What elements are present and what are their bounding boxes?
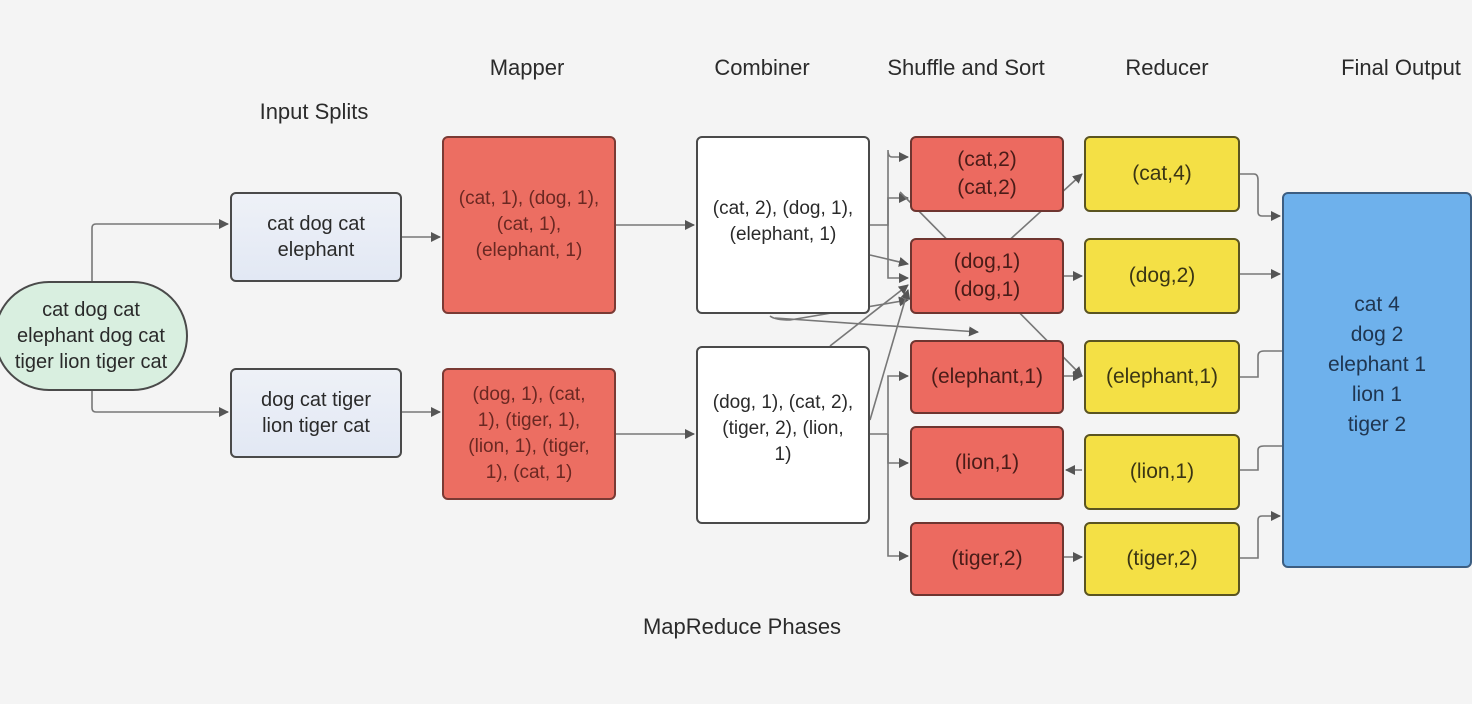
diagram-title: MapReduce Phases — [642, 614, 842, 639]
reducer-text-elephant: (elephant,1) — [1105, 365, 1219, 388]
edge-c2-dog — [829, 284, 909, 347]
shuffle-text-cat: (cat,2) (cat,2) — [957, 148, 1017, 199]
reducer-text-tiger: (tiger,2) — [1126, 547, 1198, 570]
edge-input-split1 — [91, 219, 229, 282]
mapper-node-1: (cat, 1), (dog, 1), (cat, 1), (elephant,… — [442, 136, 616, 314]
edge-c1-low — [769, 296, 909, 321]
combiner-node-1: (cat, 2), (dog, 1), (elephant, 1) — [696, 136, 870, 314]
input-node: cat dog cat elephant dog cat tiger lion … — [0, 281, 188, 391]
shuffle-node-dog: (dog,1) (dog,1) — [910, 238, 1064, 314]
edge-c1-dog2 — [887, 225, 909, 283]
shuffle-text-elephant: (elephant,1) — [930, 365, 1044, 388]
edge-r-eleph — [1240, 346, 1293, 378]
shuffle-node-elephant: (elephant,1) — [910, 340, 1064, 414]
shuffle-node-tiger: (tiger,2) — [910, 522, 1064, 596]
phase-label-mapper: Mapper — [489, 55, 565, 80]
edge-input-split2 — [91, 390, 229, 417]
split-node-1: cat dog cat elephant — [230, 192, 402, 282]
final-output-node: cat 4 dog 2 elephant 1 lion 1 tiger 2 — [1282, 192, 1472, 568]
shuffle-node-lion: (lion,1) — [910, 426, 1064, 500]
shuffle-text-tiger: (tiger,2) — [951, 547, 1023, 570]
input-text: cat dog cat elephant dog cat tiger lion … — [14, 299, 168, 373]
phase-label-input-splits: Input Splits — [259, 99, 369, 124]
mapper-text-1: (cat, 1), (dog, 1), (cat, 1), (elephant,… — [458, 188, 600, 261]
edge-c1-cat — [887, 193, 909, 225]
edge-c1-eleph — [774, 317, 979, 337]
phase-label-shuffle-sort: Shuffle and Sort — [887, 55, 1045, 80]
phase-label-final-output: Final Output — [1341, 55, 1461, 80]
phase-label-reducer: Reducer — [1125, 55, 1209, 80]
combiner-node-2: (dog, 1), (cat, 2), (tiger, 2), (lion, 1… — [696, 346, 870, 524]
reducer-text-cat: (cat,4) — [1132, 162, 1192, 185]
split-text-2: dog cat tiger lion tiger cat — [260, 389, 372, 437]
shuffle-node-cat: (cat,2) (cat,2) — [910, 136, 1064, 212]
edge-c2-cat — [869, 289, 911, 421]
edge-c2-bus — [870, 371, 909, 435]
edge-r-tiger — [1240, 511, 1281, 559]
edge-r-lion — [1240, 441, 1293, 471]
mapper-node-2: (dog, 1), (cat, 1), (tiger, 1), (lion, 1… — [442, 368, 616, 500]
edge-c1-dog — [869, 254, 909, 267]
reducer-text-dog: (dog,2) — [1128, 264, 1196, 287]
reducer-node-tiger: (tiger,2) — [1084, 522, 1240, 596]
edge-c1-bus — [870, 149, 909, 226]
split-text-1: cat dog cat elephant — [267, 213, 365, 261]
combiner-text-2: (dog, 1), (cat, 2), (tiger, 2), (lion, 1… — [712, 392, 854, 465]
reducer-text-lion: (lion,1) — [1129, 460, 1195, 483]
reducer-node-elephant: (elephant,1) — [1084, 340, 1240, 414]
reducer-node-cat: (cat,4) — [1084, 136, 1240, 212]
edge-c2-tiger — [887, 434, 909, 561]
edge-c2-lion — [887, 434, 909, 468]
reducer-node-dog: (dog,2) — [1084, 238, 1240, 314]
reducer-node-lion: (lion,1) — [1084, 434, 1240, 510]
combiner-text-1: (cat, 2), (dog, 1), (elephant, 1) — [712, 198, 854, 245]
shuffle-text-lion: (lion,1) — [954, 451, 1020, 474]
edge-r-cat — [1240, 173, 1281, 221]
shuffle-text-dog: (dog,1) (dog,1) — [953, 250, 1021, 301]
phase-label-combiner: Combiner — [714, 55, 810, 80]
mapper-text-2: (dog, 1), (cat, 1), (tiger, 1), (lion, 1… — [468, 384, 590, 483]
final-output-text: cat 4 dog 2 elephant 1 lion 1 tiger 2 — [1327, 293, 1427, 436]
split-node-2: dog cat tiger lion tiger cat — [230, 368, 402, 458]
